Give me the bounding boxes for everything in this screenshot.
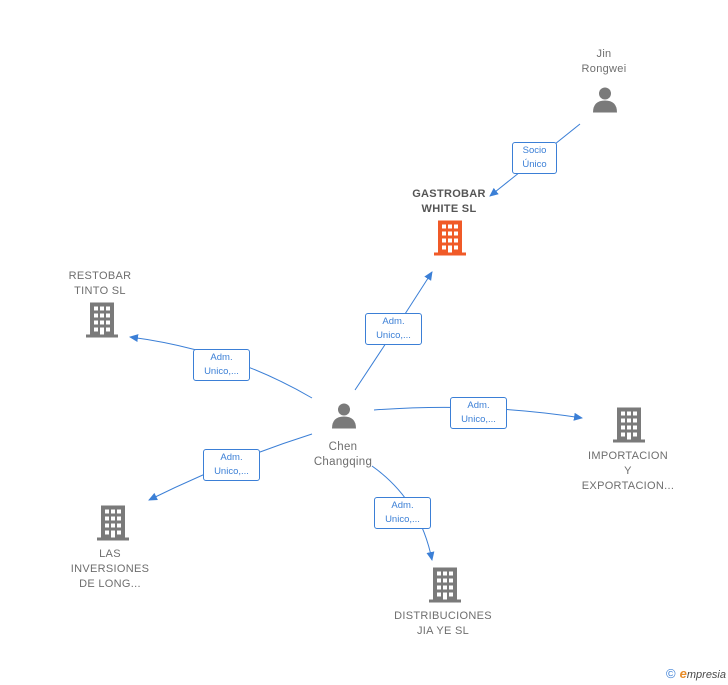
node-distribuciones-name-1: DISTRIBUCIONES — [394, 610, 492, 622]
person-icon[interactable] — [329, 401, 359, 436]
node-inversiones-name-2: INVERSIONES — [70, 563, 150, 575]
node-distribuciones-name-2: JIA YE SL — [416, 625, 470, 637]
edge-label-distribuciones[interactable]: Adm. Unico,... — [374, 497, 431, 529]
node-chen-label[interactable]: Chen Changqing — [314, 440, 372, 470]
node-restobar-label[interactable]: RESTOBAR TINTO SL — [69, 269, 132, 299]
edge-label-distribuciones-1: Adm. — [391, 500, 414, 511]
brand-logo-text: mpresia — [686, 669, 726, 681]
copyright-icon: © — [666, 666, 676, 681]
building-icon[interactable] — [428, 567, 462, 608]
edge-label-socio-2: Único — [522, 159, 547, 170]
node-gastrobar-label[interactable]: GASTROBAR WHITE SL — [412, 187, 486, 217]
footer-brand[interactable]: ©empresia — [666, 666, 726, 681]
node-importacion-name-3: EXPORTACION... — [581, 480, 675, 492]
node-gastrobar-name-1: GASTROBAR — [412, 188, 486, 200]
brand-logo-initial: e — [679, 666, 687, 681]
edge-label-importacion[interactable]: Adm. Unico,... — [450, 397, 507, 429]
edge-label-inversiones-2: Unico,... — [214, 466, 249, 477]
node-importacion-label[interactable]: IMPORTACION Y EXPORTACION... — [582, 449, 674, 494]
node-gastrobar-name-2: WHITE SL — [421, 203, 477, 215]
edge-label-socio[interactable]: Socio Único — [512, 142, 557, 174]
node-inversiones-name-3: DE LONG... — [79, 578, 141, 590]
edge-label-gastrobar-1: Adm. — [382, 316, 405, 327]
edge-label-importacion-1: Adm. — [467, 400, 490, 411]
building-icon[interactable] — [433, 220, 467, 261]
edge-label-restobar-2: Unico,... — [204, 366, 239, 377]
node-jin-label[interactable]: Jin Rongwei — [582, 47, 627, 77]
person-icon[interactable] — [590, 85, 620, 120]
building-icon[interactable] — [85, 302, 119, 343]
node-restobar-name-1: RESTOBAR — [68, 270, 132, 282]
building-icon[interactable] — [96, 505, 130, 546]
node-importacion-name-1: IMPORTACION — [588, 450, 668, 462]
node-jin-name-2: Rongwei — [581, 63, 627, 75]
edge-label-restobar[interactable]: Adm. Unico,... — [193, 349, 250, 381]
edge-label-distribuciones-2: Unico,... — [385, 514, 420, 525]
node-importacion-name-2: Y — [624, 465, 632, 477]
edge-label-restobar-1: Adm. — [210, 352, 233, 363]
edge-label-socio-1: Socio — [522, 145, 547, 156]
edge-label-gastrobar[interactable]: Adm. Unico,... — [365, 313, 422, 345]
edge-label-inversiones[interactable]: Adm. Unico,... — [203, 449, 260, 481]
node-inversiones-name-1: LAS — [99, 548, 121, 560]
node-chen-name-1: Chen — [328, 441, 358, 453]
building-icon[interactable] — [612, 407, 646, 448]
node-chen-name-2: Changqing — [313, 456, 373, 468]
node-distribuciones-label[interactable]: DISTRIBUCIONES JIA YE SL — [394, 609, 492, 639]
node-restobar-name-2: TINTO SL — [74, 285, 126, 297]
edge-label-gastrobar-2: Unico,... — [376, 330, 411, 341]
node-jin-name-1: Jin — [596, 48, 612, 60]
edge-label-inversiones-1: Adm. — [220, 452, 243, 463]
edge-label-importacion-2: Unico,... — [461, 414, 496, 425]
node-inversiones-label[interactable]: LAS INVERSIONES DE LONG... — [71, 547, 150, 592]
